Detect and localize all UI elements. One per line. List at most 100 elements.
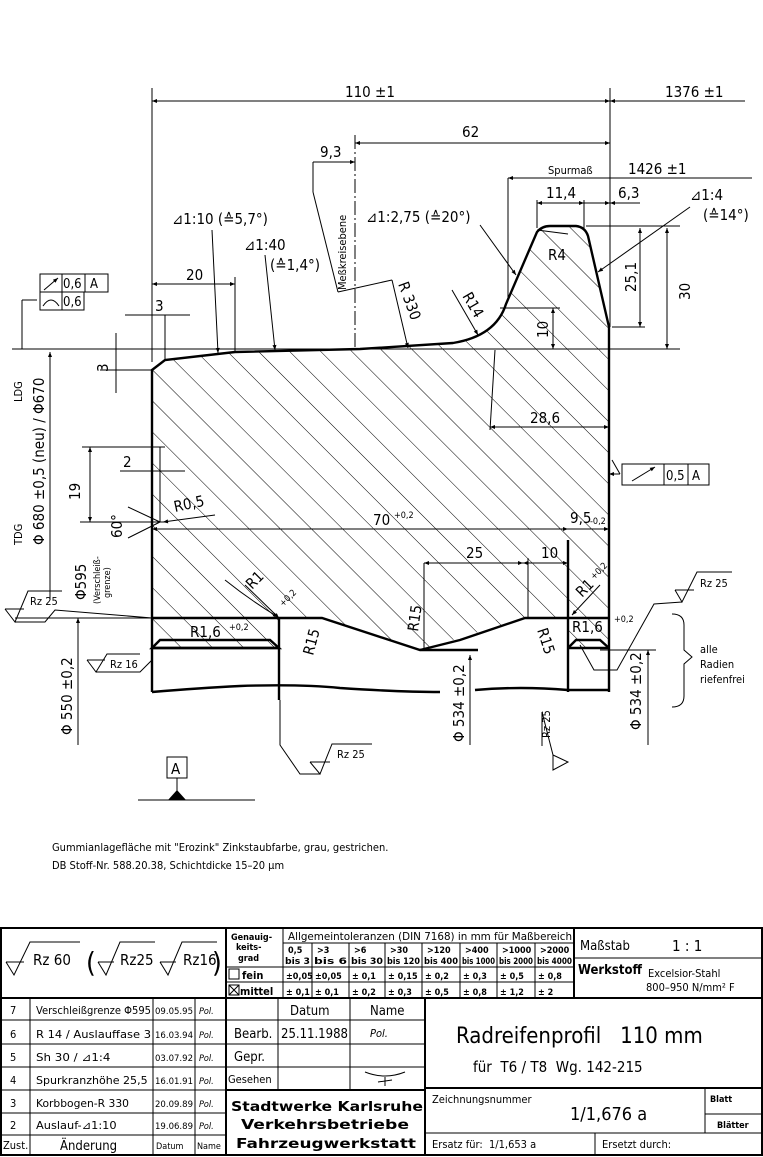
svg-text:Datum: Datum [156,1142,184,1152]
svg-text:A: A [171,760,181,778]
revision-date: 16.01.91 [155,1077,193,1087]
svg-text:A: A [90,277,98,292]
revision-change: R 14 / Auslauffase 3 [36,1028,151,1041]
gdt-frame-top: 0,6 A 0,6 [39,273,109,311]
svg-text:grad: grad [238,954,259,964]
revision-date: 20.09.89 [155,1100,193,1110]
checkbox-mittel-check [228,984,240,996]
tol-mittel-value: ± 0,3 [388,988,412,998]
revision-change: Verschleißgrenze Φ595 [36,1004,151,1017]
tol-fein-value: ± 0,2 [425,972,449,982]
dim-2: 2 [123,453,132,471]
revision-zust: 3 [10,1097,16,1110]
revision-date: 03.07.92 [155,1054,193,1064]
svg-text:Rz 25: Rz 25 [30,595,58,608]
dim-25-1: 25,1 [622,262,640,292]
profile-icon [42,299,60,307]
drawing-title: Radreifenprofil 110 mm [456,1024,703,1049]
tol-mittel-value: ± 0,8 [463,988,487,998]
roughness-rz25-bottom: Rz 25 [279,700,372,775]
svg-text:Bearb.: Bearb. [234,1027,272,1042]
tol-range-from: >120 [427,946,451,956]
revision-change: Auslauf-⊿1:10 [36,1119,117,1132]
taper-1-40: ⊿1:40 [244,236,286,254]
ldg-label: LDG [12,381,25,402]
svg-text:Rz 25: Rz 25 [700,577,728,590]
tol-range-to: bis 30 [351,957,383,967]
dim-6-3: 6,3 [618,184,639,202]
revision-name: Pol. [199,1007,214,1017]
svg-text:Rz25: Rz25 [120,951,154,969]
measuring-plane-label: Meßkreisebene [336,215,349,290]
svg-text:A: A [692,469,700,484]
tol-mittel-value: ± 0,2 [352,988,376,998]
spurmass-value: 1426 ±1 [628,160,687,178]
note-all-radii-1: alle [700,643,718,656]
revision-zust: 5 [10,1051,16,1064]
dim-9-3: 9,3 [320,143,341,161]
tol-fein-value: ±0,05 [315,972,342,982]
svg-text:Rz16: Rz16 [183,951,217,969]
dim-70: 70 [373,511,390,529]
taper-1-10: ⊿1:10 (≙5,7°) [172,210,268,228]
note-line-2: DB Stoff-Nr. 588.20.38, Schichtdicke 15–… [52,859,284,872]
revision-name: Pol. [199,1031,214,1041]
svg-text:Datum: Datum [290,1004,330,1019]
radius-r14: R14 [459,289,488,321]
tdg-label: TDG [12,524,25,546]
dim-dia-534-center: Φ 534 ±0,2 [450,664,468,742]
signature-mark [364,1071,406,1086]
datum-a: A [138,756,255,801]
note-all-radii-2: Radien [700,658,734,671]
svg-text:Rz 25: Rz 25 [337,748,365,761]
note-all-radii-3: riefenfrei [700,673,745,686]
dim-dia-680: Φ 680 ±0,5 (neu) / Φ670 [30,378,48,545]
material-label: Werkstoff [578,963,643,978]
tol-range-from: >3 [317,946,329,956]
brace [671,613,693,708]
angle-60: 60° [108,514,126,538]
svg-text:): ) [212,946,222,979]
radius-r15-right: R15 [533,626,558,657]
profile-hatched-section [152,226,609,650]
dim-flange-back: 1376 ±1 [665,83,724,101]
radius-r4: R4 [548,246,566,264]
tol-range-from: >30 [390,946,408,956]
svg-text:0,5: 0,5 [666,469,685,484]
wear-limit-2: grenze) [103,567,113,598]
tol-r1-6-left: +0,2 [229,623,249,633]
dim-20: 20 [186,266,203,284]
spurmass-label: Spurmaß [548,164,593,177]
svg-text:Name: Name [197,1142,221,1152]
taper-1-4: ⊿1:4 [690,186,723,204]
revision-date: 16.03.94 [155,1031,193,1041]
svg-text:Name: Name [370,1004,405,1019]
roughness-rz25-left: Rz 25 [4,590,153,623]
drawing-subtitle: für T6 / T8 Wg. 142-215 [473,1058,643,1076]
tol-range-to: bis 6 [314,957,348,967]
tol-range-from: >6 [354,946,367,956]
svg-text:mittel: mittel [240,985,273,998]
company-1: Stadtwerke Karlsruhe [231,1100,423,1115]
tol-mittel-value: ± 1,2 [500,988,524,998]
dim-flange-width: 11,4 [546,184,576,202]
dim-dia-595: Φ595 [72,564,90,600]
svg-text:(: ( [86,946,96,979]
dimension-lines [12,88,752,745]
drawing-number-label: Zeichnungsnummer [432,1093,533,1106]
note-line-1: Gummianlagefläche mit "Erozink" Zinkstau… [52,841,388,854]
dim-dia-550: Φ 550 ±0,2 [58,657,76,735]
svg-text:0,6: 0,6 [63,277,82,292]
dim-30: 30 [676,283,694,300]
checkbox-fein[interactable] [228,968,240,980]
revision-change: Sh 30 / ⊿1:4 [36,1051,110,1064]
tol-r1-6-right: +0,2 [614,615,634,625]
checkbox-mittel[interactable] [228,984,240,996]
material-2: 800–950 N/mm² F [646,981,735,994]
tol-range-from: >400 [465,946,489,956]
revision-name: Pol. [199,1122,214,1132]
revision-zust: 6 [10,1028,16,1041]
